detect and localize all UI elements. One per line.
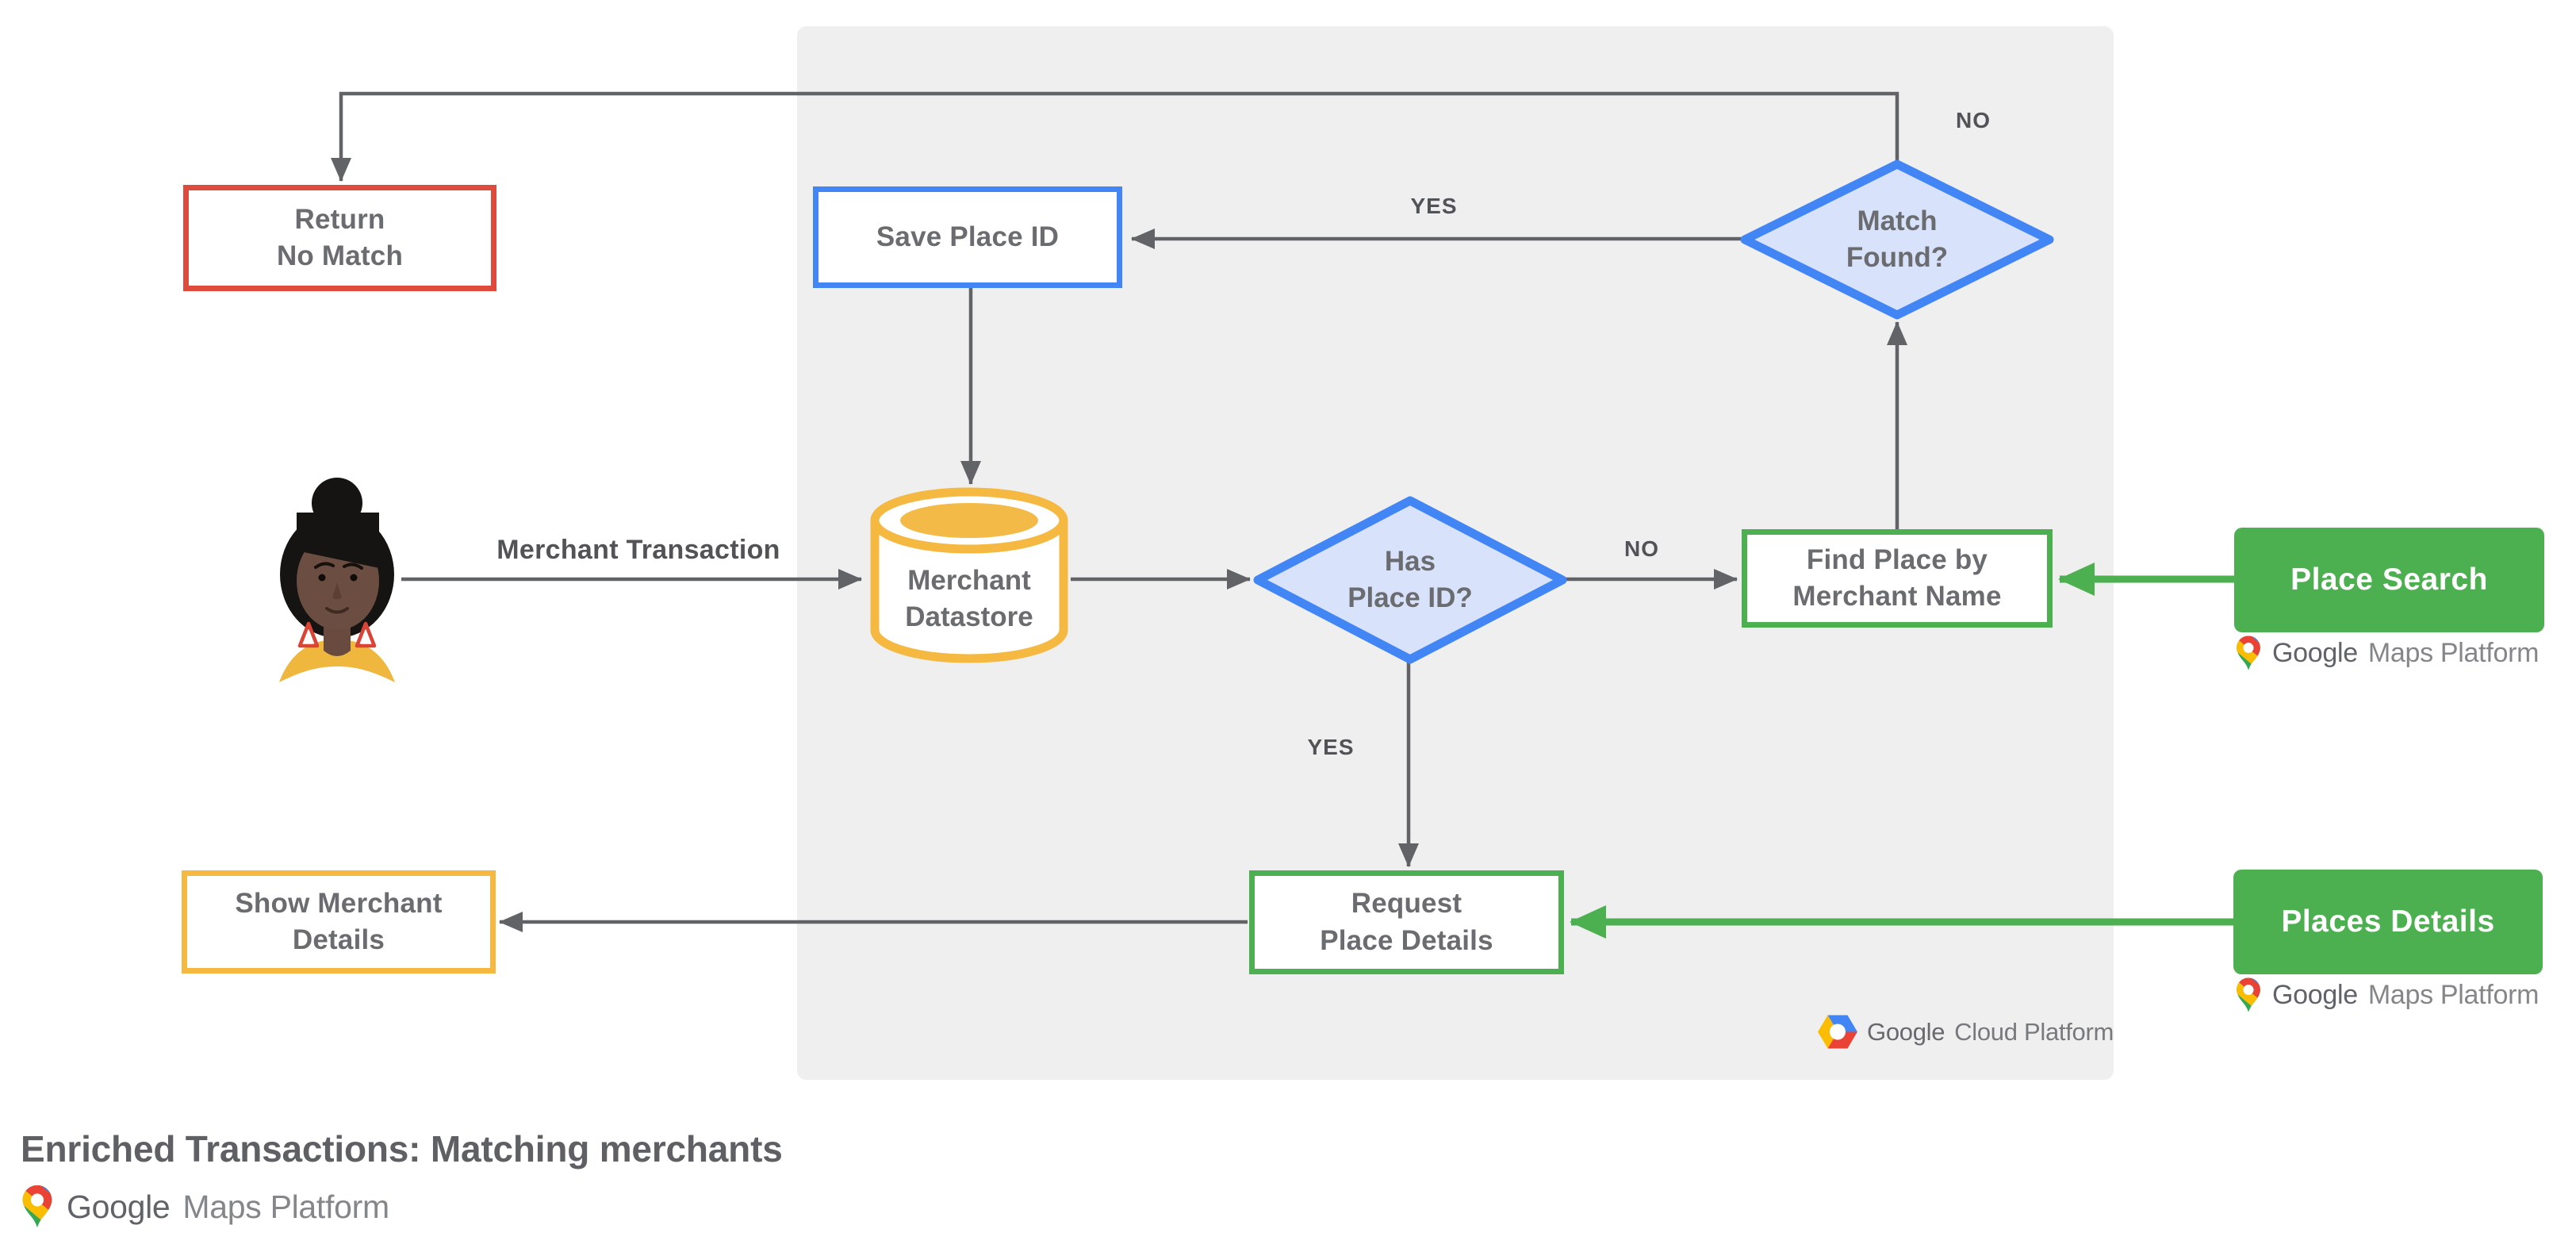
node-places-details-api: Places Details (2233, 870, 2543, 974)
left-eyebrow (314, 562, 335, 569)
brand-maps-platform: Maps Platform (2367, 638, 2540, 668)
brand-maps-platform: Maps Platform (182, 1188, 389, 1225)
user-avatar (274, 471, 400, 689)
brand-google: Google (1867, 1017, 1945, 1046)
label-no-top: NO (1956, 108, 1991, 132)
diamond-label: Match Found? (1846, 205, 1949, 273)
cylinder-body (870, 520, 1068, 663)
label-no-mid: NO (1624, 536, 1659, 561)
gcp-hexagon-icon (1818, 1015, 1857, 1049)
brand-google: Google (2272, 980, 2358, 1010)
diagram-title: Enriched Transactions: Matching merchant… (21, 1128, 783, 1169)
brand-google: Google (67, 1188, 171, 1225)
maps-pin-icon (22, 1185, 52, 1228)
gmp-logo-place-search: Google Maps Platform (2235, 635, 2539, 672)
brand-google: Google (2272, 638, 2358, 668)
label-yes-top: YES (1410, 194, 1458, 218)
left-eye (318, 574, 326, 582)
label-merchant-transaction: Merchant Transaction (496, 535, 780, 565)
diamond-label: Has Place ID? (1347, 545, 1473, 613)
gmp-logo-footer: Google Maps Platform (21, 1184, 389, 1230)
left-earring (297, 621, 320, 648)
right-eyebrow (343, 563, 363, 570)
gcp-logo: Google Cloud Platform (1818, 1015, 2114, 1049)
node-place-search-api: Place Search (2234, 528, 2544, 632)
brand-cloud-platform: Cloud Platform (1954, 1017, 2114, 1046)
node-show-merchant-details: Show Merchant Details (182, 870, 496, 974)
node-request-place-details: Request Place Details (1249, 870, 1564, 974)
node-has-place-id-decision: Has Place ID? (1252, 494, 1569, 666)
hair-fringe (297, 513, 379, 568)
maps-pin-icon (2237, 636, 2260, 670)
diamond-shape (1740, 159, 2054, 320)
maps-pin-icon (2237, 977, 2260, 1012)
mouth (325, 607, 349, 614)
node-match-found-decision: Match Found? (1738, 158, 2056, 321)
cylinder-top-inner (900, 503, 1038, 538)
avatar-illustration (279, 478, 395, 682)
node-find-place-by-merchant-name: Find Place by Merchant Name (1742, 529, 2053, 628)
right-eye (350, 574, 358, 582)
shoulders (279, 639, 395, 682)
label-yes-mid: YES (1307, 735, 1355, 759)
edge-matchfound-no-to-return (331, 91, 1899, 182)
gmp-logo-places-details: Google Maps Platform (2235, 977, 2539, 1014)
brand-maps-platform: Maps Platform (2367, 980, 2540, 1010)
diamond-shape (1253, 496, 1567, 664)
cylinder-label: Merchant Datastore (905, 564, 1033, 632)
node-merchant-datastore: Merchant Datastore (868, 484, 1071, 668)
right-earring (355, 621, 377, 648)
nose (332, 582, 342, 600)
node-save-place-id: Save Place ID (813, 186, 1122, 288)
node-return-no-match: Return No Match (183, 185, 496, 291)
